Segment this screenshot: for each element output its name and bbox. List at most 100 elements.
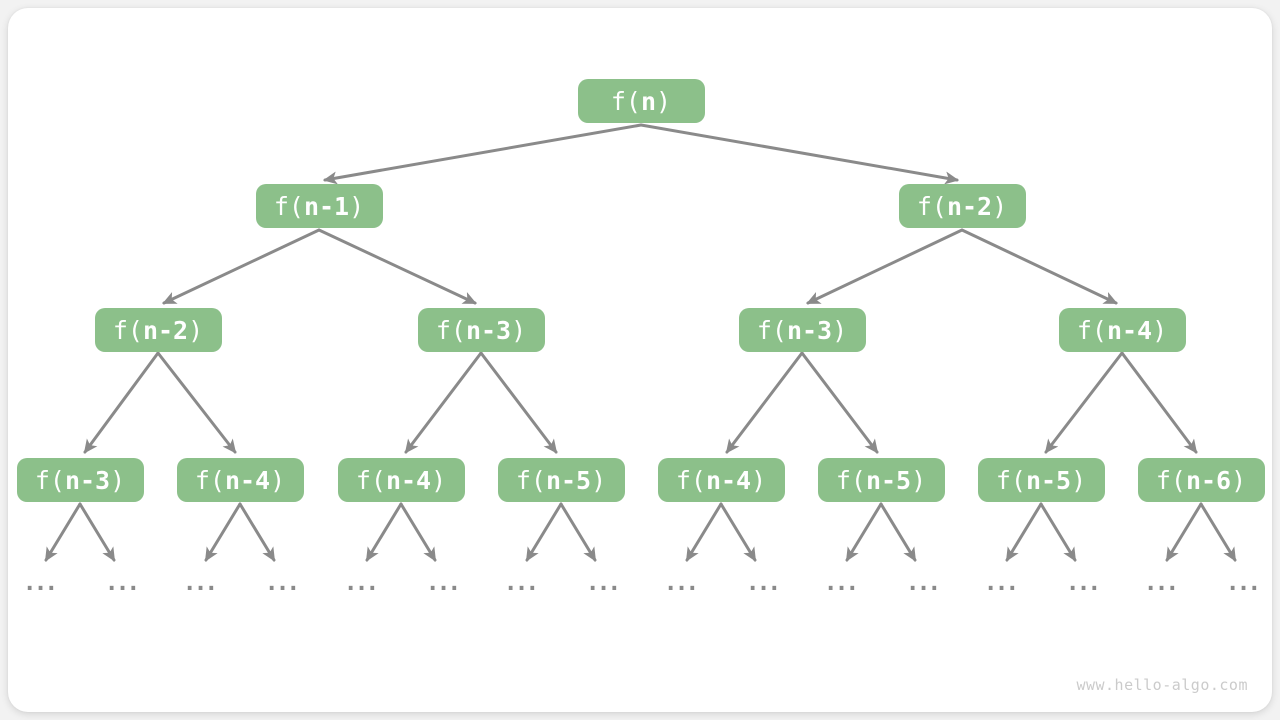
node-label-suffix: ) (1071, 465, 1087, 495)
node-label-arg: n-4 (705, 465, 752, 495)
node-label-arg: n-4 (1106, 315, 1153, 345)
edge-line (238, 502, 276, 562)
edge-line (639, 123, 959, 185)
tree-node: f(n-2) (94, 308, 222, 352)
node-label-arg: n-5 (1025, 465, 1072, 495)
watermark-text: www.hello-algo.com (1076, 676, 1248, 694)
node-label-prefix: f( (610, 86, 641, 116)
edge-line (685, 502, 723, 562)
tree-node: f(n-4) (337, 458, 465, 502)
edge-line (156, 351, 237, 454)
node-label-prefix: f( (355, 465, 386, 495)
node-label-suffix: ) (1231, 465, 1247, 495)
edge-line (800, 351, 879, 454)
node-label-arg: n-6 (1185, 465, 1232, 495)
node-label-arg: n-4 (224, 465, 271, 495)
node-label-prefix: f( (835, 465, 866, 495)
ellipsis-dots: ... (585, 570, 622, 596)
tree-node: f(n-5) (497, 458, 625, 502)
edge-line (960, 228, 1118, 305)
tree-node: f(n-3) (417, 308, 545, 352)
tree-node: f(n-1) (255, 184, 383, 228)
edge-line (404, 351, 483, 454)
edge-line (44, 502, 82, 562)
ellipsis-dots: ... (745, 570, 782, 596)
node-label-prefix: f( (675, 465, 706, 495)
ellipsis-dots: ... (343, 570, 380, 596)
tree-node: f(n-4) (176, 458, 304, 502)
edge-line (1005, 502, 1043, 562)
node-label-suffix: ) (431, 465, 447, 495)
edge-line (525, 502, 563, 562)
node-label-arg: n-3 (786, 315, 833, 345)
ellipsis-dots: ... (425, 570, 462, 596)
node-label-arg: n-5 (545, 465, 592, 495)
node-label-prefix: f( (435, 315, 466, 345)
edge-line (78, 502, 116, 562)
edge-line (879, 502, 917, 562)
node-label-suffix: ) (656, 86, 672, 116)
node-label-arg: n-3 (465, 315, 512, 345)
tree-node: f(n-3) (16, 458, 144, 502)
tree-node-root: f(n) (577, 79, 705, 123)
edge-line (559, 502, 597, 562)
edge-line (1039, 502, 1077, 562)
node-label-arg: n-2 (142, 315, 189, 345)
edge-line (1165, 502, 1203, 562)
ellipsis-dots: ... (22, 570, 59, 596)
node-label-prefix: f( (756, 315, 787, 345)
ellipsis-dots: ... (264, 570, 301, 596)
node-label-suffix: ) (349, 191, 365, 221)
edge-line (162, 228, 321, 305)
node-label-prefix: f( (34, 465, 65, 495)
edge-line (323, 123, 643, 185)
ellipsis-dots: ... (663, 570, 700, 596)
node-label-suffix: ) (1152, 315, 1168, 345)
ellipsis-dots: ... (1143, 570, 1180, 596)
edge-line (845, 502, 883, 562)
edge-line (204, 502, 242, 562)
ellipsis-dots: ... (823, 570, 860, 596)
edge-line (479, 351, 558, 454)
node-label-arg: n-2 (946, 191, 993, 221)
node-label-prefix: f( (995, 465, 1026, 495)
node-label-suffix: ) (992, 191, 1008, 221)
ellipsis-dots: ... (503, 570, 540, 596)
tree-node: f(n-5) (817, 458, 945, 502)
tree-node: f(n-4) (657, 458, 785, 502)
node-label-suffix: ) (188, 315, 204, 345)
ellipsis-dots: ... (905, 570, 942, 596)
tree-node: f(n-2) (898, 184, 1026, 228)
node-label-prefix: f( (1155, 465, 1186, 495)
edge-line (399, 502, 437, 562)
node-label-arg: n (640, 86, 657, 116)
node-label-suffix: ) (511, 315, 527, 345)
tree-node: f(n-5) (977, 458, 1105, 502)
edge-line (365, 502, 403, 562)
node-label-suffix: ) (832, 315, 848, 345)
ellipsis-dots: ... (182, 570, 219, 596)
edge-line (1199, 502, 1237, 562)
node-label-prefix: f( (515, 465, 546, 495)
node-label-arg: n-4 (385, 465, 432, 495)
node-label-prefix: f( (916, 191, 947, 221)
ellipsis-dots: ... (983, 570, 1020, 596)
edge-line (317, 228, 477, 305)
edge-line (1044, 351, 1124, 454)
edge-line (83, 351, 160, 454)
node-label-arg: n-1 (303, 191, 350, 221)
tree-node: f(n-3) (738, 308, 866, 352)
tree-node: f(n-4) (1058, 308, 1186, 352)
node-label-suffix: ) (911, 465, 927, 495)
node-label-suffix: ) (751, 465, 767, 495)
node-label-prefix: f( (1076, 315, 1107, 345)
ellipsis-dots: ... (1225, 570, 1262, 596)
node-label-suffix: ) (591, 465, 607, 495)
node-label-suffix: ) (270, 465, 286, 495)
node-label-arg: n-3 (64, 465, 111, 495)
edge-line (725, 351, 804, 454)
node-label-prefix: f( (112, 315, 143, 345)
ellipsis-dots: ... (104, 570, 141, 596)
